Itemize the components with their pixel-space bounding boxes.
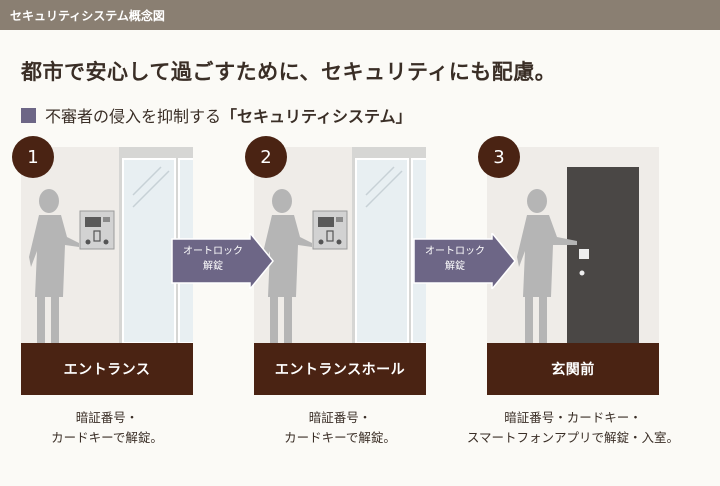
- step-number-badge: 3: [478, 136, 520, 178]
- caption-line2: スマートフォンアプリで解錠・入室。: [466, 430, 680, 445]
- arrow-label: オートロック 解錠: [170, 244, 256, 274]
- right-arrow-icon: [413, 233, 516, 289]
- entrance-hall-illustration: [262, 147, 426, 344]
- caption-line1: 暗証番号・: [308, 410, 372, 425]
- door-icon: [567, 167, 639, 343]
- step-label: エントランスホール: [274, 362, 406, 378]
- step-panel-front-door: 玄関前: [487, 147, 659, 395]
- diagram-title: セキュリティシステム概念図: [10, 9, 165, 23]
- arrow-label-line2: 解錠: [203, 261, 223, 272]
- step-caption: 暗証番号・ カードキーで解錠。: [21, 408, 193, 448]
- step-panel-entrance-hall: エントランスホール: [254, 147, 426, 395]
- intercom-panel-icon: [79, 210, 115, 250]
- arrow-label-line1: オートロック: [183, 246, 243, 257]
- person-silhouette-icon: [29, 189, 79, 343]
- arrow-label-line2: 解錠: [445, 261, 465, 272]
- step-label-bar: 玄関前: [487, 343, 659, 395]
- step-label-bar: エントランスホール: [254, 343, 426, 395]
- caption-line2: カードキーで解錠。: [284, 430, 396, 445]
- step-number-badge: 1: [12, 136, 54, 178]
- step-caption: 暗証番号・カードキー・ スマートフォンアプリで解錠・入室。: [458, 408, 688, 448]
- right-arrow-icon: [171, 233, 274, 289]
- arrow-label: オートロック 解錠: [412, 244, 498, 274]
- square-bullet-icon: [21, 107, 36, 123]
- step-label: 玄関前: [551, 362, 595, 378]
- step-label: エントランス: [63, 362, 151, 378]
- auto-lock-arrow: オートロック 解錠: [412, 233, 516, 289]
- front-door-illustration: [517, 167, 639, 343]
- arrow-label-line1: オートロック: [425, 246, 485, 257]
- headline: 都市で安心して過ごすために、セキュリティにも配慮。: [21, 60, 557, 84]
- subheading-emphasis: 「セキュリティシステム」: [221, 107, 412, 126]
- intercom-panel-icon: [312, 210, 348, 250]
- caption-line1: 暗証番号・: [75, 410, 139, 425]
- auto-lock-arrow: オートロック 解錠: [170, 233, 274, 289]
- subheading-text: 不審者の侵入を抑制する: [45, 107, 222, 126]
- title-bar: セキュリティシステム概念図: [0, 0, 720, 30]
- person-silhouette-icon: [517, 189, 577, 343]
- entrance-illustration: [29, 147, 193, 344]
- step-caption: 暗証番号・ カードキーで解錠。: [254, 408, 426, 448]
- step-panel-entrance: エントランス: [21, 147, 193, 395]
- person-silhouette-icon: [262, 189, 312, 343]
- subheading: 不審者の侵入を抑制する 「セキュリティシステム」: [21, 104, 412, 126]
- step-number-badge: 2: [245, 136, 287, 178]
- caption-line1: 暗証番号・カードキー・: [504, 410, 642, 425]
- step-label-bar: エントランス: [21, 343, 193, 395]
- caption-line2: カードキーで解錠。: [51, 430, 163, 445]
